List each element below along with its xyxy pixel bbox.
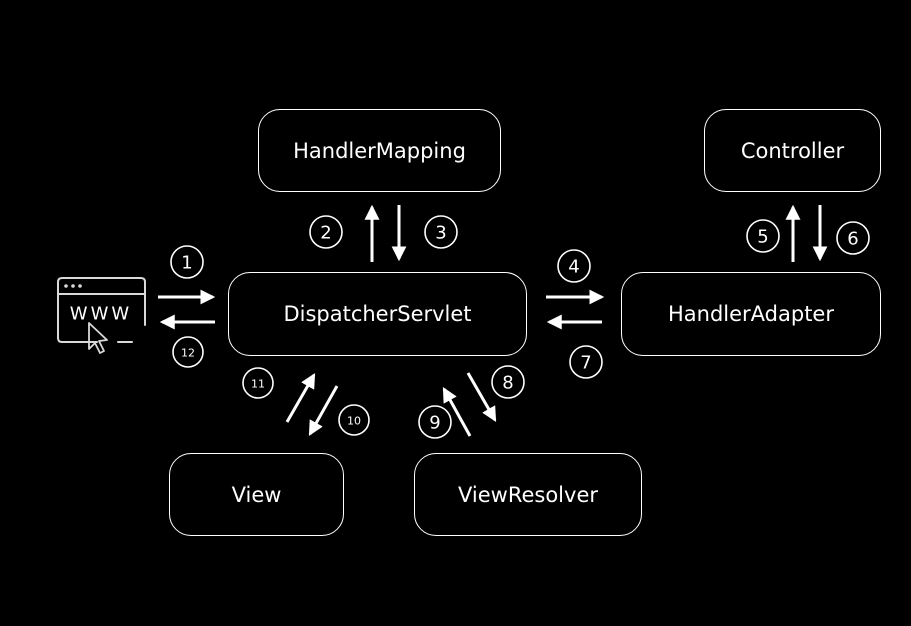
step-badge-5: 5 xyxy=(746,219,780,253)
svg-text:12: 12 xyxy=(181,347,195,360)
handler-adapter-node: HandlerAdapter xyxy=(621,272,881,356)
browser-www-text: WWW xyxy=(70,304,132,325)
browser-www-icon xyxy=(57,277,146,354)
arrow-step-11 xyxy=(285,373,316,423)
step-badge-10: 10 xyxy=(338,404,370,436)
handler-mapping-node: HandlerMapping xyxy=(258,109,501,192)
view-label: View xyxy=(231,482,282,507)
svg-text:2: 2 xyxy=(320,223,331,244)
step-badge-11: 11 xyxy=(242,367,274,399)
arrow-step-8 xyxy=(466,372,497,422)
svg-text:5: 5 xyxy=(757,227,768,248)
svg-text:4: 4 xyxy=(568,257,579,278)
svg-text:3: 3 xyxy=(435,223,446,244)
view-resolver-node: ViewResolver xyxy=(414,453,642,536)
step-badge-4: 4 xyxy=(557,249,591,283)
view-resolver-label: ViewResolver xyxy=(457,482,598,507)
step-badge-1: 1 xyxy=(170,245,204,279)
step-badge-8: 8 xyxy=(491,365,525,399)
handler-mapping-label: HandlerMapping xyxy=(293,138,466,163)
step-badge-12: 12 xyxy=(172,336,204,368)
view-node: View xyxy=(169,453,344,536)
step-badge-7: 7 xyxy=(569,345,603,379)
svg-text:9: 9 xyxy=(429,413,440,434)
dispatcher-servlet-label: DispatcherServlet xyxy=(283,302,472,326)
arrow-step-9 xyxy=(442,387,472,437)
svg-text:8: 8 xyxy=(502,373,513,394)
svg-text:7: 7 xyxy=(580,353,591,374)
svg-text:1: 1 xyxy=(181,253,192,274)
svg-text:10: 10 xyxy=(347,415,361,428)
svg-text:6: 6 xyxy=(847,229,858,250)
controller-node: Controller xyxy=(704,109,881,192)
arrow-step-10 xyxy=(308,385,339,436)
step-badge-6: 6 xyxy=(836,221,870,255)
step-badge-2: 2 xyxy=(309,215,343,249)
step-badge-9: 9 xyxy=(418,405,452,439)
dispatcher-servlet-node: DispatcherServlet xyxy=(228,272,527,356)
step-badge-3: 3 xyxy=(424,215,458,249)
svg-text:11: 11 xyxy=(251,378,265,391)
handler-adapter-label: HandlerAdapter xyxy=(667,302,834,326)
controller-label: Controller xyxy=(740,138,845,163)
